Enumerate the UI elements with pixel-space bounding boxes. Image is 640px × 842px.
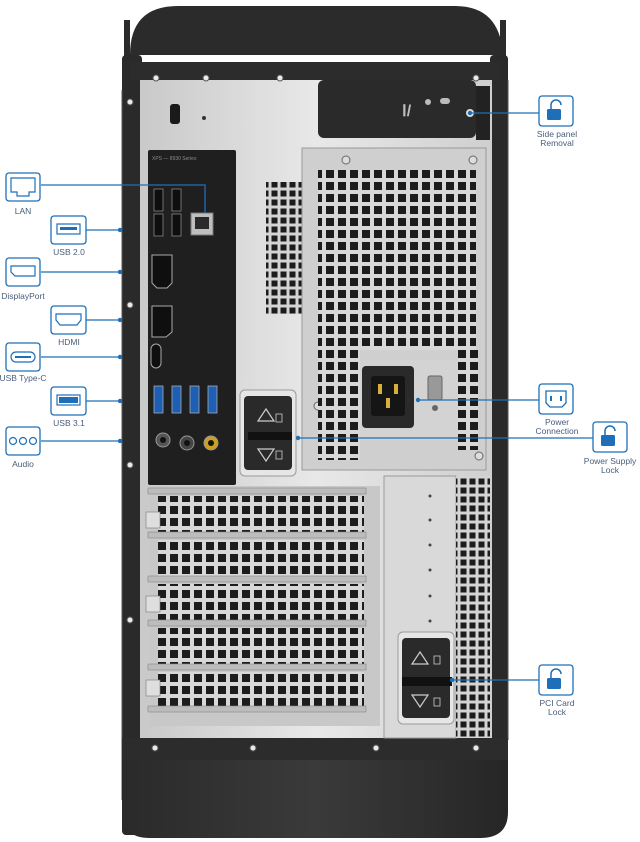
usb31-label: USB 3.1 bbox=[53, 418, 85, 428]
power-connection-label: Power Connection bbox=[535, 418, 578, 436]
hdmi-port-icon bbox=[50, 305, 87, 335]
left-leader-lines bbox=[41, 184, 206, 442]
pci-unlock-icon bbox=[538, 664, 574, 696]
usb-port-icon bbox=[50, 215, 87, 245]
audio-label: Audio bbox=[12, 459, 34, 469]
pci-card-lock-lever bbox=[397, 631, 455, 725]
displayport-icon bbox=[5, 257, 41, 287]
hdmi-label: HDMI bbox=[58, 337, 80, 347]
displayport-label: DisplayPort bbox=[1, 291, 45, 301]
right-leader-lines bbox=[298, 112, 593, 681]
left-leader-dots bbox=[117, 227, 123, 444]
power-connector-icon bbox=[538, 383, 574, 415]
pci-lock-label-line-2: Lock bbox=[548, 707, 566, 717]
side-panel-latch: Ⅰ/ bbox=[318, 80, 490, 140]
psu-lock-label-line-2: Lock bbox=[601, 465, 619, 475]
lan-leader-line bbox=[41, 184, 206, 213]
upper-vent-left bbox=[266, 182, 302, 314]
psu-lock-label-line-1: Power Supply bbox=[583, 456, 637, 466]
side-panel-removal-label: Side panel Removal bbox=[537, 130, 577, 148]
pci-card-lock-label: PCI Card Lock bbox=[540, 699, 575, 717]
svg-text:Ⅰ/: Ⅰ/ bbox=[402, 103, 412, 120]
side-panel-label-line-1: Side panel bbox=[536, 129, 578, 139]
power-connection-label-line-1: Power bbox=[544, 417, 570, 427]
io-plate-text: XPS — 8930 Series bbox=[152, 156, 197, 162]
power-supply-lock-label: Power Supply Lock bbox=[584, 457, 636, 475]
psu-unlock-icon bbox=[592, 421, 628, 453]
power-supply-unit bbox=[301, 147, 487, 471]
ethernet-port-icon bbox=[5, 172, 41, 202]
usb2-label: USB 2.0 bbox=[53, 247, 85, 257]
usb-c-port-icon bbox=[5, 342, 41, 372]
expansion-slots bbox=[145, 475, 490, 739]
pci-lock-label-line-1: PCI Card bbox=[539, 698, 575, 708]
audio-jack-icon bbox=[5, 426, 41, 456]
side-panel-unlock-icon bbox=[538, 95, 574, 127]
usbc-label: USB Type-C bbox=[0, 373, 47, 383]
psu-release-lever bbox=[239, 389, 297, 477]
right-leader-dots bbox=[295, 110, 473, 683]
lan-label: LAN bbox=[14, 206, 32, 216]
usb-3-port-icon bbox=[50, 386, 87, 416]
power-connection-label-line-2: Connection bbox=[535, 426, 579, 436]
kensington-slot bbox=[170, 104, 206, 124]
side-panel-label-line-2: Removal bbox=[540, 138, 574, 148]
screws bbox=[126, 74, 480, 752]
io-ports bbox=[150, 188, 219, 451]
